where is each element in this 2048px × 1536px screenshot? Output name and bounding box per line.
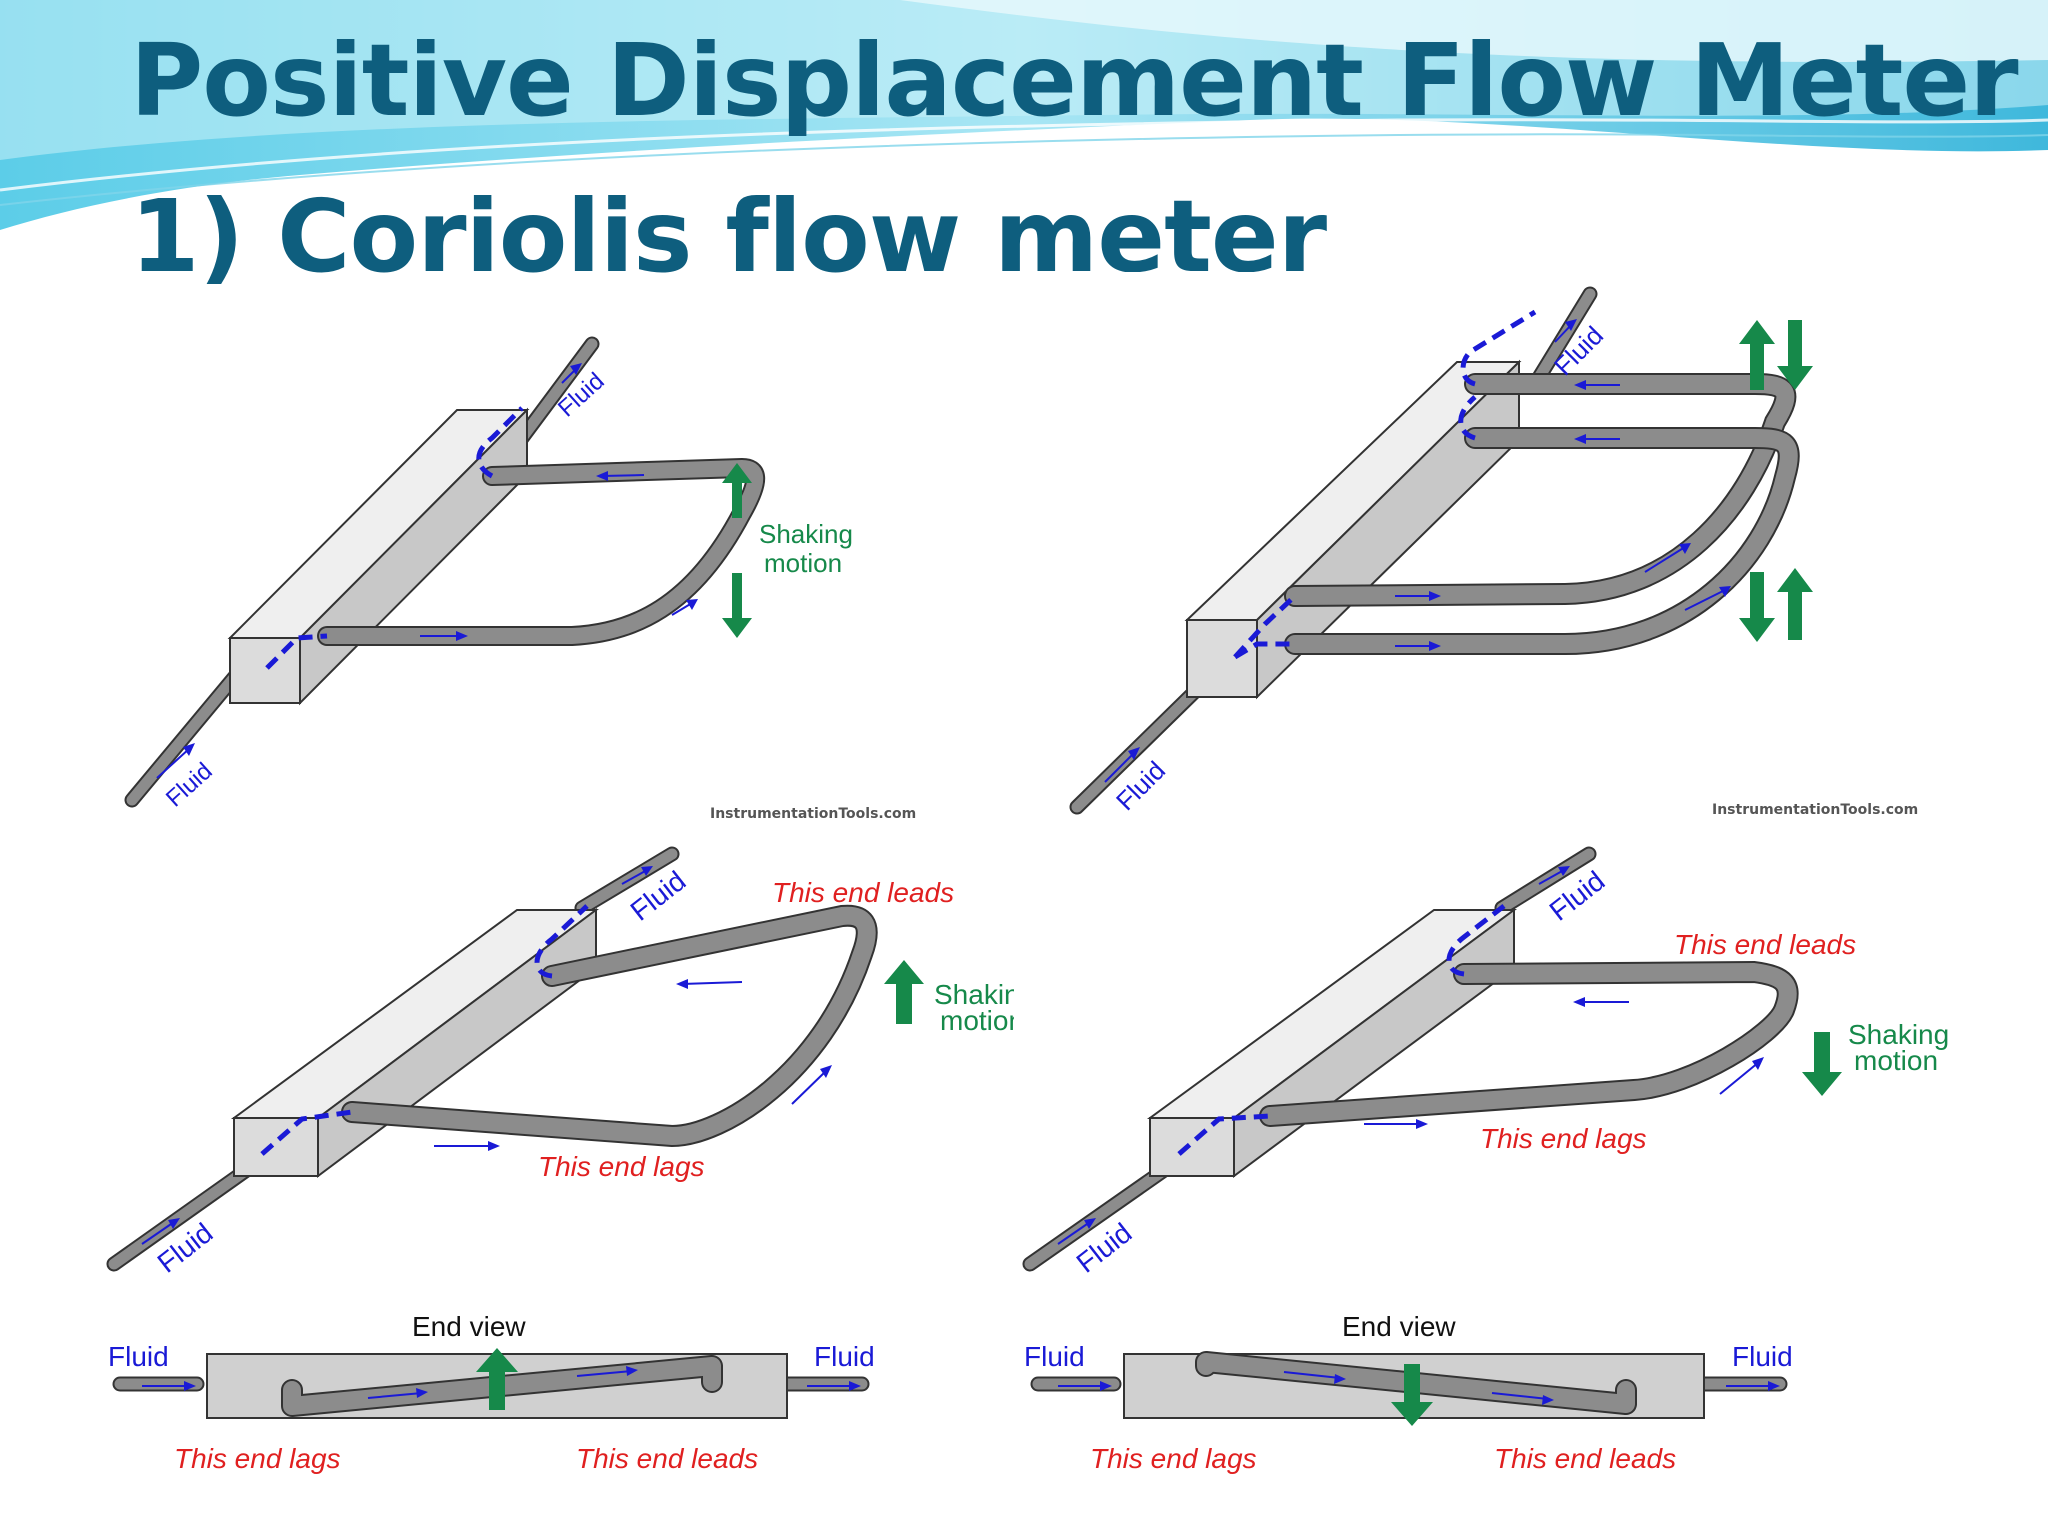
shaking-motion-label-line2: motion: [940, 1005, 1024, 1036]
dual-tube-svg: Fluid Fluid: [1069, 286, 1813, 816]
twist-up-diagram: This end leads This end lags Shaking mot…: [62, 834, 1035, 1490]
shaking-motion-label-line2: motion: [1854, 1045, 1938, 1076]
watermark: InstrumentationTools.com: [710, 806, 917, 822]
shaking-motion-label-line2: motion: [764, 548, 842, 578]
end-view-title: End view: [412, 1311, 526, 1342]
shaking-motion-label-line1: Shaking: [1848, 1019, 1949, 1050]
lags-label: This end lags: [538, 1151, 705, 1182]
end-view-title: End view: [1342, 1311, 1456, 1342]
single-tube-diagram: Fluid Fluid Shaking motion Instrumentati…: [52, 328, 916, 828]
page-title: Positive Displacement Flow Meter: [130, 22, 2019, 139]
fluid-outlet-label: Fluid: [1548, 320, 1609, 381]
leads-label: This end leads: [772, 877, 954, 908]
end-leads-label: This end leads: [1494, 1443, 1676, 1474]
twist-up-svg: This end leads This end lags Shaking mot…: [106, 846, 1035, 1474]
shaking-motion-label-line1: Shaking: [759, 519, 853, 549]
end-leads-label: This end leads: [576, 1443, 758, 1474]
dual-tube-diagram: Fluid Fluid InstrumentationTools.com: [995, 272, 1919, 824]
twist-down-svg: This end leads This end lags Shaking mot…: [1022, 846, 1949, 1474]
end-left-fluid-label: Fluid: [108, 1341, 169, 1372]
leads-label: This end leads: [1674, 929, 1856, 960]
end-lags-label: This end lags: [1090, 1443, 1257, 1474]
watermark: InstrumentationTools.com: [1712, 802, 1919, 818]
end-lags-label: This end lags: [174, 1443, 341, 1474]
end-right-fluid-label: Fluid: [814, 1341, 875, 1372]
end-right-fluid-label: Fluid: [1732, 1341, 1793, 1372]
end-left-fluid-label: Fluid: [1024, 1341, 1085, 1372]
twist-down-diagram: This end leads This end lags Shaking mot…: [1014, 834, 1984, 1490]
lags-label: This end lags: [1480, 1123, 1647, 1154]
single-tube-svg: Fluid Fluid Shaking motion: [124, 336, 853, 812]
